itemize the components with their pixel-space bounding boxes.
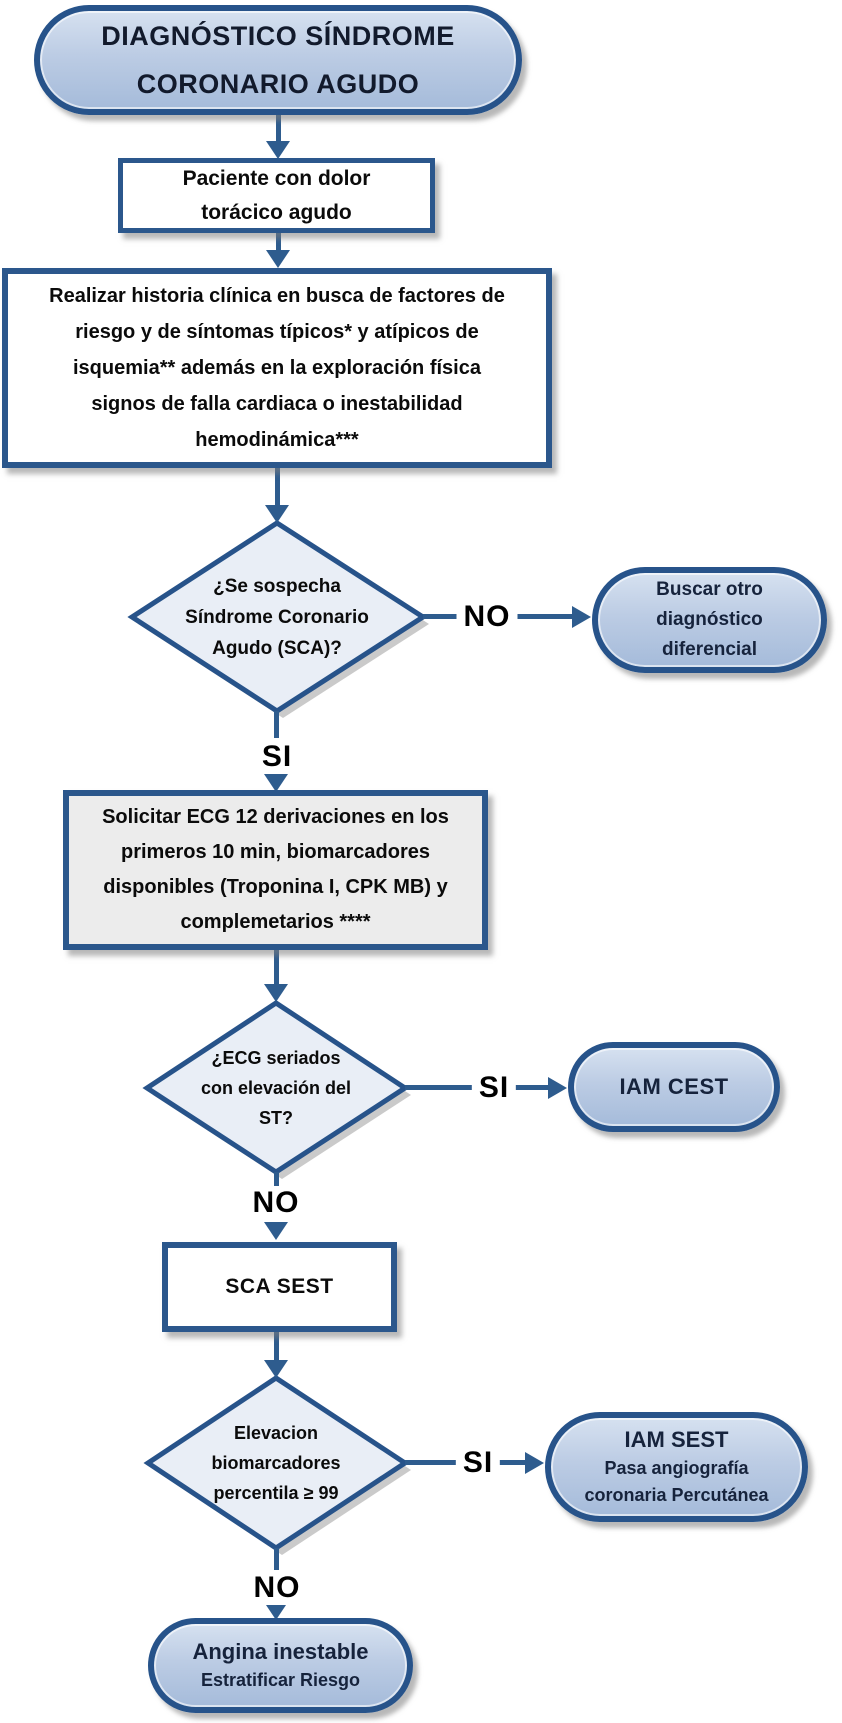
edge-label-si-2: SI — [471, 1071, 517, 1105]
iam-sest-title: IAM SEST — [624, 1427, 729, 1452]
edge-label-no-2: NO — [245, 1186, 307, 1220]
no-edge-head-1 — [572, 606, 591, 628]
edge-label-no-3: NO — [246, 1571, 308, 1605]
iam-sest-subtitle: Pasa angiografía coronaria Percutánea — [584, 1458, 769, 1505]
edge-label-si-1: SI — [254, 740, 300, 774]
sca-sest-box: SCA SEST — [162, 1242, 397, 1332]
si-edge-head-1 — [264, 774, 288, 792]
start-node: DIAGNÓSTICO SÍNDROME CORONARIO AGUDO — [34, 5, 522, 115]
biomarker-decision: Elevacion biomarcadores percentila ≥ 99 — [211, 1423, 341, 1503]
iam-sest-node: IAM SEST Pasa angiografía coronaria Perc… — [545, 1412, 808, 1522]
arrow-line-scasest-to-biomarker — [274, 1332, 279, 1362]
no-edge-line-2 — [274, 1172, 279, 1188]
arrow-head-ecg-to-st — [264, 984, 288, 1002]
arrow-head-title-to-patient — [266, 141, 290, 159]
history-box: Realizar historia clínica en busca de fa… — [2, 268, 552, 468]
differential-diagnosis-node: Buscar otro diagnóstico diferencial — [592, 567, 827, 673]
st-elevation-decision: ¿ECG seriados con elevación del ST? — [200, 1048, 352, 1128]
iam-cest-node: IAM CEST — [568, 1042, 780, 1132]
angina-subtitle: Estratificar Riesgo — [200, 1670, 361, 1690]
no-edge-head-2 — [264, 1222, 288, 1240]
arrow-head-history-to-suspect — [265, 505, 289, 523]
ecg-order-box: Solicitar ECG 12 derivaciones en los pri… — [63, 790, 488, 950]
no-edge-line-3 — [274, 1548, 279, 1570]
si-edge-line-1 — [274, 711, 279, 738]
edge-label-si-3: SI — [455, 1446, 501, 1480]
suspect-sca-decision: ¿Se sospecha Síndrome Coronario Agudo (S… — [185, 575, 369, 659]
arrow-line-title-to-patient — [276, 112, 281, 144]
edge-label-no-1: NO — [456, 600, 518, 634]
angina-title: Angina inestable — [192, 1639, 369, 1664]
arrow-line-patient-to-history — [276, 231, 281, 253]
no-edge-head-3 — [264, 1602, 288, 1620]
si-edge-head-3 — [525, 1452, 544, 1474]
arrow-head-scasest-to-biomarker — [264, 1360, 288, 1378]
patient-box: Paciente con dolor torácico agudo — [118, 158, 435, 233]
angina-node: Angina inestable Estratificar Riesgo — [148, 1618, 413, 1713]
si-edge-head-2 — [548, 1077, 567, 1099]
arrow-head-patient-to-history — [266, 250, 290, 268]
arrow-line-ecg-to-st — [274, 950, 279, 986]
arrow-line-history-to-suspect — [275, 468, 280, 508]
